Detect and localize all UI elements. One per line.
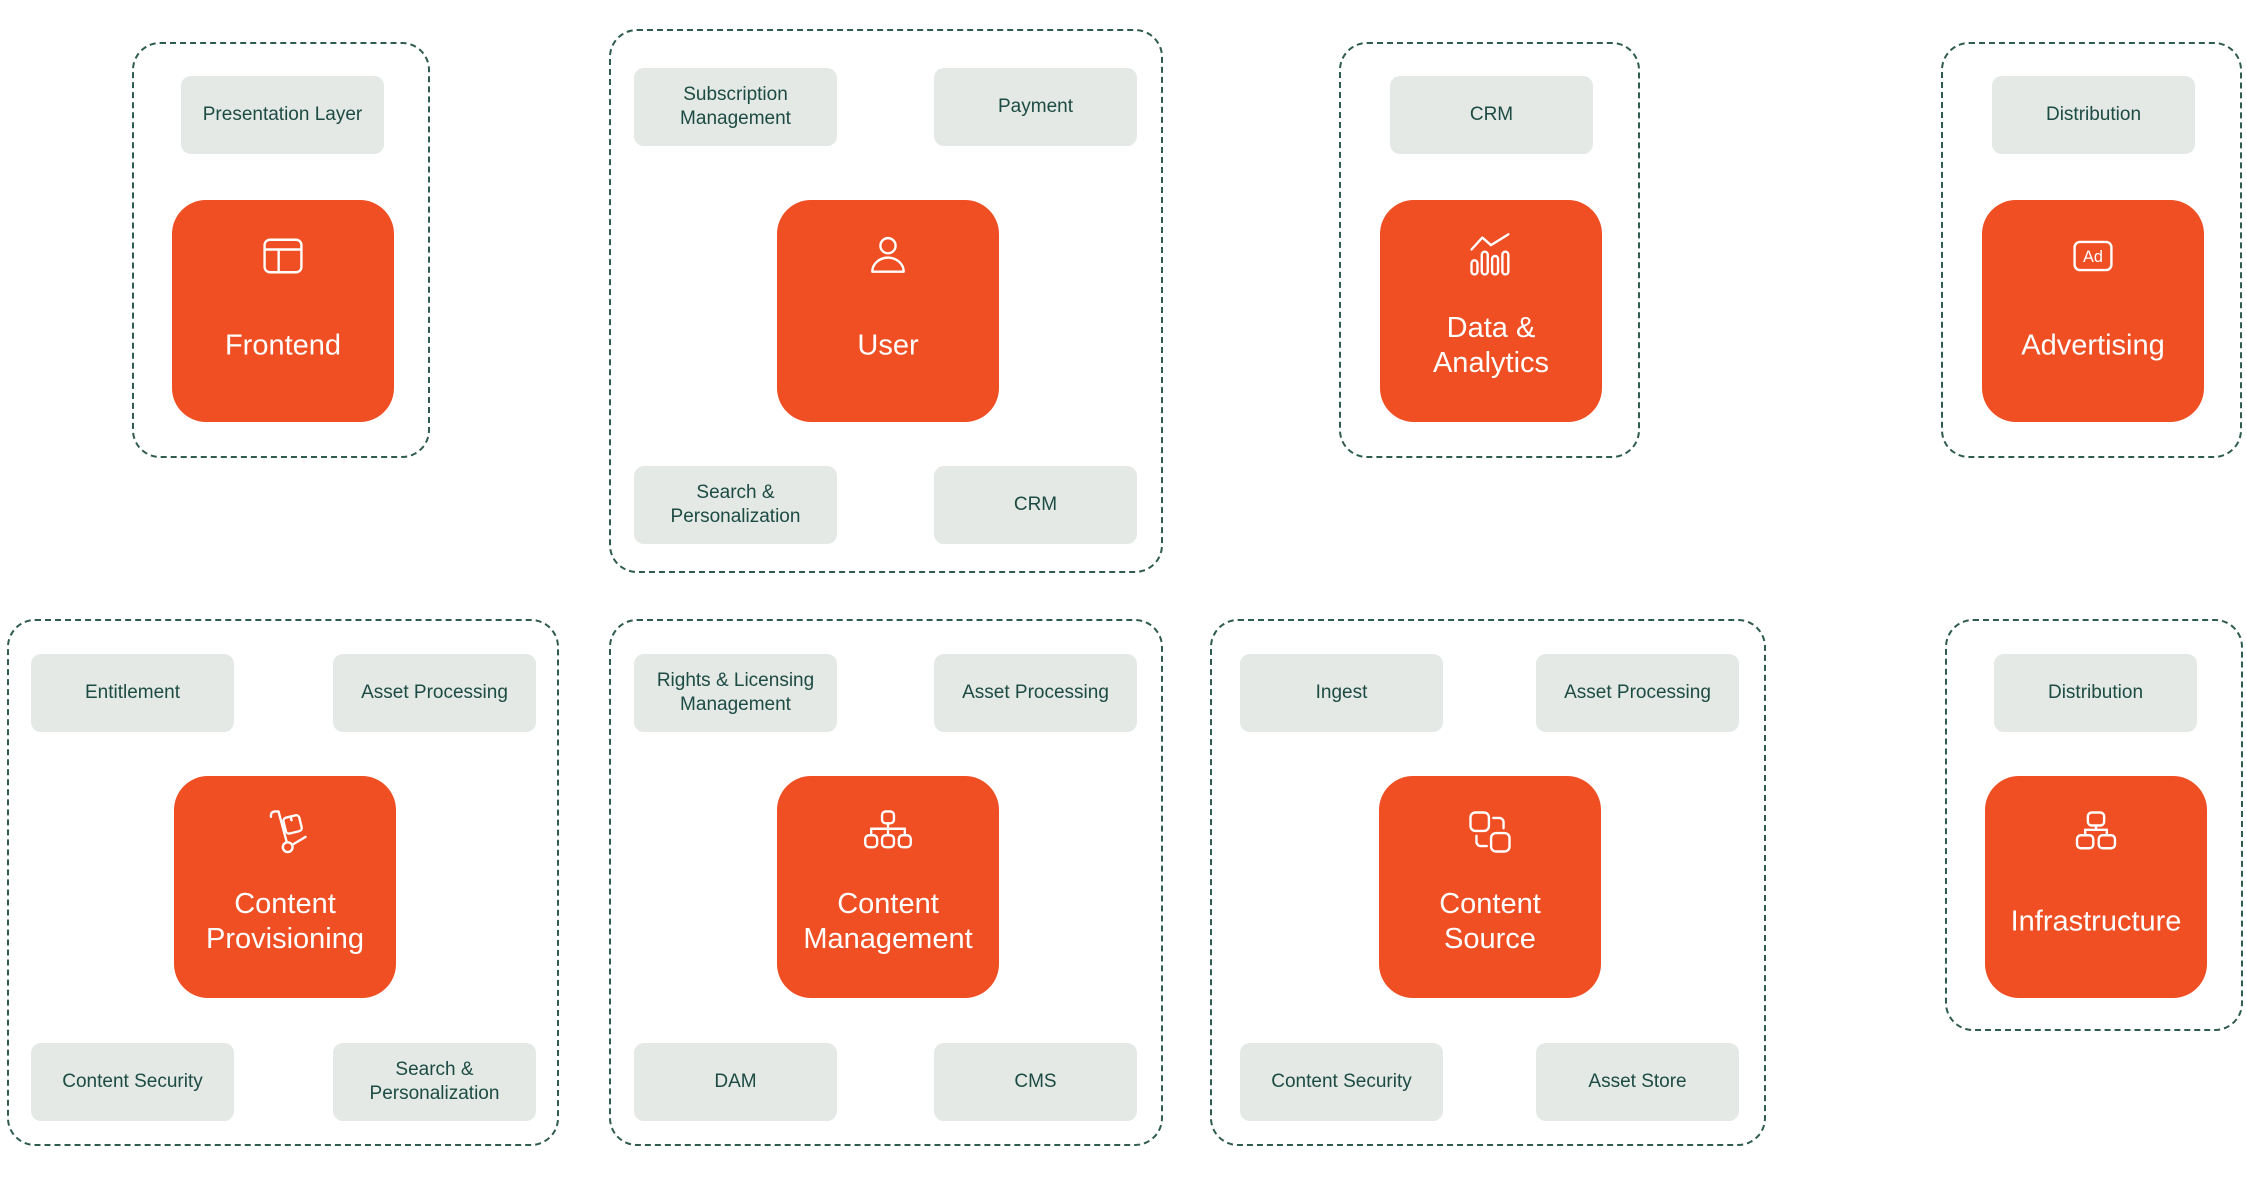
- network-icon: [2069, 805, 2123, 859]
- group-advertising: Distribution Ad Advertising: [1941, 42, 2242, 458]
- supporting-label: Asset Processing: [333, 654, 536, 732]
- core-label: Data & Analytics: [1432, 312, 1550, 379]
- supporting-label: CRM: [1390, 76, 1593, 154]
- supporting-label: Ingest: [1240, 654, 1443, 732]
- group-user: Subscription Management Payment User Sea…: [609, 29, 1163, 573]
- ad-icon: Ad: [2066, 229, 2120, 283]
- analytics-icon: [1464, 229, 1518, 283]
- core-label: Content Source: [1439, 888, 1541, 955]
- user-icon: [861, 229, 915, 283]
- svg-text:Ad: Ad: [2083, 248, 2103, 266]
- core-box-advertising: Ad Advertising: [1982, 200, 2204, 422]
- core-box-content-source: Content Source: [1379, 776, 1601, 998]
- hand-truck-icon: [258, 805, 312, 859]
- group-infrastructure: Distribution Infrastructure: [1945, 619, 2243, 1031]
- supporting-label: Distribution: [1992, 76, 2195, 154]
- core-box-data-analytics: Data & Analytics: [1380, 200, 1602, 422]
- supporting-label: Payment: [934, 68, 1137, 146]
- group-content-management: Rights & Licensing Management Asset Proc…: [609, 619, 1163, 1146]
- supporting-label: Asset Processing: [934, 654, 1137, 732]
- supporting-label: Search & Personalization: [634, 466, 837, 544]
- supporting-label: CMS: [934, 1043, 1137, 1121]
- core-box-frontend: Frontend: [172, 200, 394, 422]
- supporting-label: Rights & Licensing Management: [634, 654, 837, 732]
- core-label: Frontend: [224, 329, 342, 362]
- group-content-source: Ingest Asset Processing Content Source C…: [1210, 619, 1766, 1146]
- core-label: Infrastructure: [2010, 905, 2182, 938]
- supporting-label: Search & Personalization: [333, 1043, 536, 1121]
- core-box-content-provisioning: Content Provisioning: [174, 776, 396, 998]
- supporting-label: Asset Store: [1536, 1043, 1739, 1121]
- core-box-content-management: Content Management: [777, 776, 999, 998]
- core-label: Content Provisioning: [206, 888, 364, 955]
- group-data-analytics: CRM Data & Analytics: [1339, 42, 1640, 458]
- sitemap-icon: [861, 805, 915, 859]
- group-frontend: Presentation Layer Frontend: [132, 42, 430, 458]
- supporting-label: Subscription Management: [634, 68, 837, 146]
- transfer-icon: [1463, 805, 1517, 859]
- core-label: Content Management: [803, 888, 973, 955]
- layout-icon: [256, 229, 310, 283]
- supporting-label: Content Security: [1240, 1043, 1443, 1121]
- supporting-label: CRM: [934, 466, 1137, 544]
- supporting-label: Asset Processing: [1536, 654, 1739, 732]
- core-label: Advertising: [2021, 329, 2165, 362]
- supporting-label: Presentation Layer: [181, 76, 384, 154]
- core-label: User: [857, 329, 919, 362]
- core-box-user: User: [777, 200, 999, 422]
- group-content-provisioning: Entitlement Asset Processing Content Pro…: [7, 619, 559, 1146]
- supporting-label: DAM: [634, 1043, 837, 1121]
- supporting-label: Distribution: [1994, 654, 2197, 732]
- supporting-label: Content Security: [31, 1043, 234, 1121]
- supporting-label: Entitlement: [31, 654, 234, 732]
- core-box-infrastructure: Infrastructure: [1985, 776, 2207, 998]
